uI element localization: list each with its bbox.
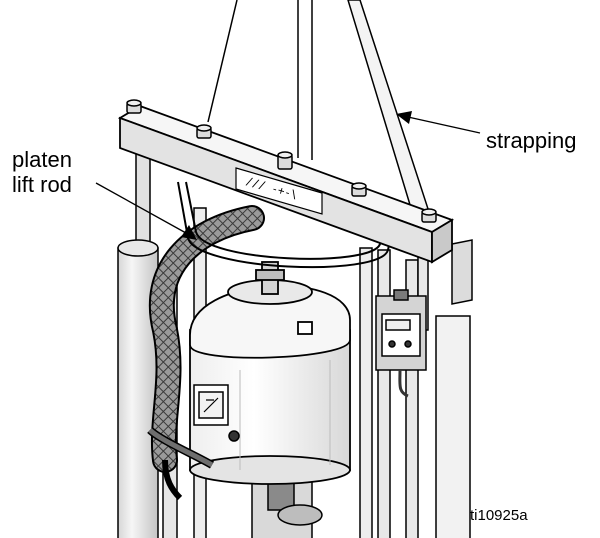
callout-leaders [95, 111, 481, 240]
platen-lift-rod-line-2: lift rod [12, 172, 72, 197]
braided-hose [147, 205, 265, 501]
figure-id-label: ti10925a [470, 507, 528, 524]
beam-nuts [126, 99, 437, 223]
motor-housing [189, 261, 351, 485]
front-gauge [193, 384, 240, 442]
handle-bracket [177, 181, 393, 269]
platen-lift-rod-line-1: platen [12, 147, 72, 172]
background-unit [435, 239, 473, 538]
platen-lift-rod-label: platen lift rod [12, 147, 72, 197]
right-rods [377, 209, 429, 538]
control-box [375, 289, 427, 398]
strapping-label: strapping [486, 128, 577, 153]
